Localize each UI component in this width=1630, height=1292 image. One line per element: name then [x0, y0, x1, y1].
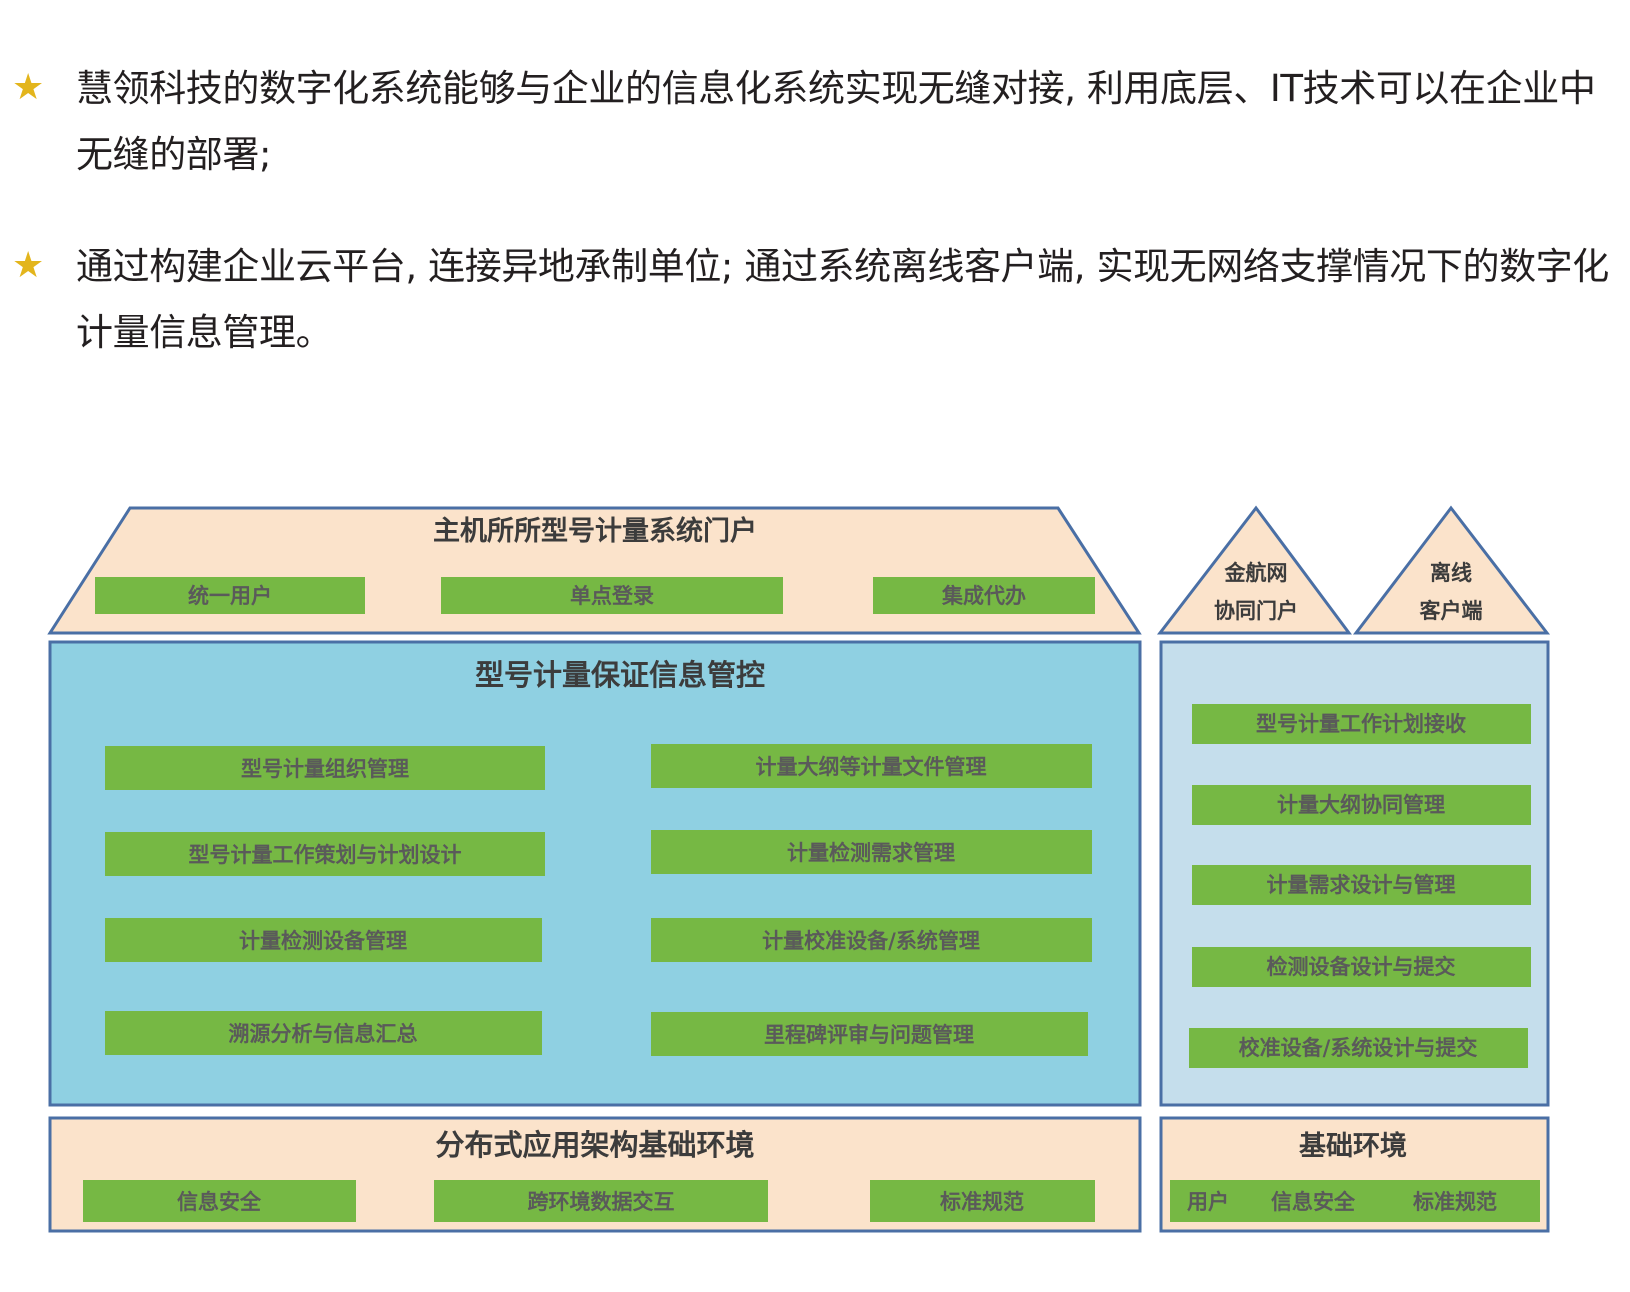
portal-item: 集成代办 [873, 577, 1095, 614]
star-icon: ★ [12, 67, 45, 108]
main-control-box: 型号计量保证信息管控 型号计量组织管理 型号计量工作策划与计划设计 计量检测设备… [48, 640, 1142, 1107]
side-base-title: 基础环境 [1299, 1131, 1407, 1162]
side-item: 检测设备设计与提交 [1192, 947, 1531, 987]
main-left-item: 溯源分析与信息汇总 [105, 1011, 542, 1055]
main-right-item: 计量检测需求管理 [651, 830, 1092, 874]
svg-text:计量大纲协同管理: 计量大纲协同管理 [1277, 792, 1445, 817]
base-environment-box: 分布式应用架构基础环境 信息安全 跨环境数据交互 标准规范 [48, 1116, 1142, 1233]
svg-text:金航网: 金航网 [1224, 560, 1288, 585]
side-roof-jinhang: 金航网 协同门户 [1156, 505, 1352, 635]
side-item: 校准设备/系统设计与提交 [1189, 1028, 1528, 1068]
svg-text:跨环境数据交互: 跨环境数据交互 [528, 1189, 675, 1214]
bullet-text: 通过构建企业云平台, 连接异地承制单位; 通过系统离线客户端, 实现无网络支撑情… [76, 245, 1609, 354]
svg-text:单点登录: 单点登录 [570, 583, 654, 608]
svg-text:溯源分析与信息汇总: 溯源分析与信息汇总 [229, 1021, 418, 1046]
svg-text:标准规范: 标准规范 [940, 1189, 1024, 1214]
side-item: 计量大纲协同管理 [1192, 785, 1531, 825]
svg-text:里程碑评审与问题管理: 里程碑评审与问题管理 [764, 1022, 974, 1047]
side-item: 计量需求设计与管理 [1192, 865, 1531, 905]
svg-text:检测设备设计与提交: 检测设备设计与提交 [1267, 954, 1456, 979]
base-title: 分布式应用架构基础环境 [435, 1128, 754, 1162]
main-left-item: 计量检测设备管理 [105, 918, 542, 962]
svg-text:统一用户: 统一用户 [188, 583, 272, 608]
star-icon: ★ [12, 245, 45, 286]
svg-text:客户端: 客户端 [1420, 598, 1483, 623]
side-base-item: 用户 [1187, 1189, 1229, 1214]
svg-text:校准设备/系统设计与提交: 校准设备/系统设计与提交 [1239, 1035, 1478, 1060]
portal-roof: 主机所所型号计量系统门户 统一用户 单点登录 集成代办 [47, 506, 1142, 635]
svg-text:计量校准设备/系统管理: 计量校准设备/系统管理 [762, 928, 980, 953]
bullet-text: 慧领科技的数字化系统能够与企业的信息化系统实现无缝对接, 利用底层、IT技术可以… [76, 67, 1596, 176]
side-box: 型号计量工作计划接收 计量大纲协同管理 计量需求设计与管理 检测设备设计与提交 … [1159, 640, 1550, 1107]
svg-text:集成代办: 集成代办 [941, 583, 1026, 608]
svg-text:计量需求设计与管理: 计量需求设计与管理 [1267, 872, 1456, 897]
svg-text:计量检测需求管理: 计量检测需求管理 [787, 840, 955, 865]
svg-text:计量检测设备管理: 计量检测设备管理 [239, 928, 407, 953]
portal-title: 主机所所型号计量系统门户 [433, 515, 757, 547]
base-item: 标准规范 [870, 1180, 1095, 1222]
svg-text:型号计量工作计划接收: 型号计量工作计划接收 [1256, 711, 1466, 736]
side-base-bar [1170, 1180, 1540, 1222]
main-right-item: 里程碑评审与问题管理 [651, 1012, 1088, 1056]
portal-item: 单点登录 [441, 577, 783, 614]
main-left-item: 型号计量工作策划与计划设计 [105, 832, 545, 876]
svg-text:计量大纲等计量文件管理: 计量大纲等计量文件管理 [756, 754, 987, 779]
base-item: 信息安全 [83, 1180, 356, 1222]
base-item: 跨环境数据交互 [434, 1180, 768, 1222]
svg-text:离线: 离线 [1430, 560, 1472, 585]
main-right-item: 计量校准设备/系统管理 [651, 918, 1092, 962]
svg-text:型号计量组织管理: 型号计量组织管理 [241, 756, 409, 781]
svg-text:信息安全: 信息安全 [177, 1189, 262, 1214]
svg-text:协同门户: 协同门户 [1214, 598, 1298, 623]
side-item: 型号计量工作计划接收 [1192, 704, 1531, 744]
portal-item: 统一用户 [95, 577, 365, 614]
main-right-item: 计量大纲等计量文件管理 [651, 744, 1092, 788]
side-base-item: 信息安全 [1271, 1189, 1356, 1214]
side-base-box: 基础环境 用户 信息安全 标准规范 [1159, 1116, 1550, 1233]
side-roof-offline-client: 离线 客户端 [1352, 505, 1551, 635]
main-title: 型号计量保证信息管控 [475, 658, 765, 692]
side-base-item: 标准规范 [1413, 1189, 1497, 1214]
main-left-item: 型号计量组织管理 [105, 746, 545, 790]
svg-text:型号计量工作策划与计划设计: 型号计量工作策划与计划设计 [189, 842, 462, 867]
